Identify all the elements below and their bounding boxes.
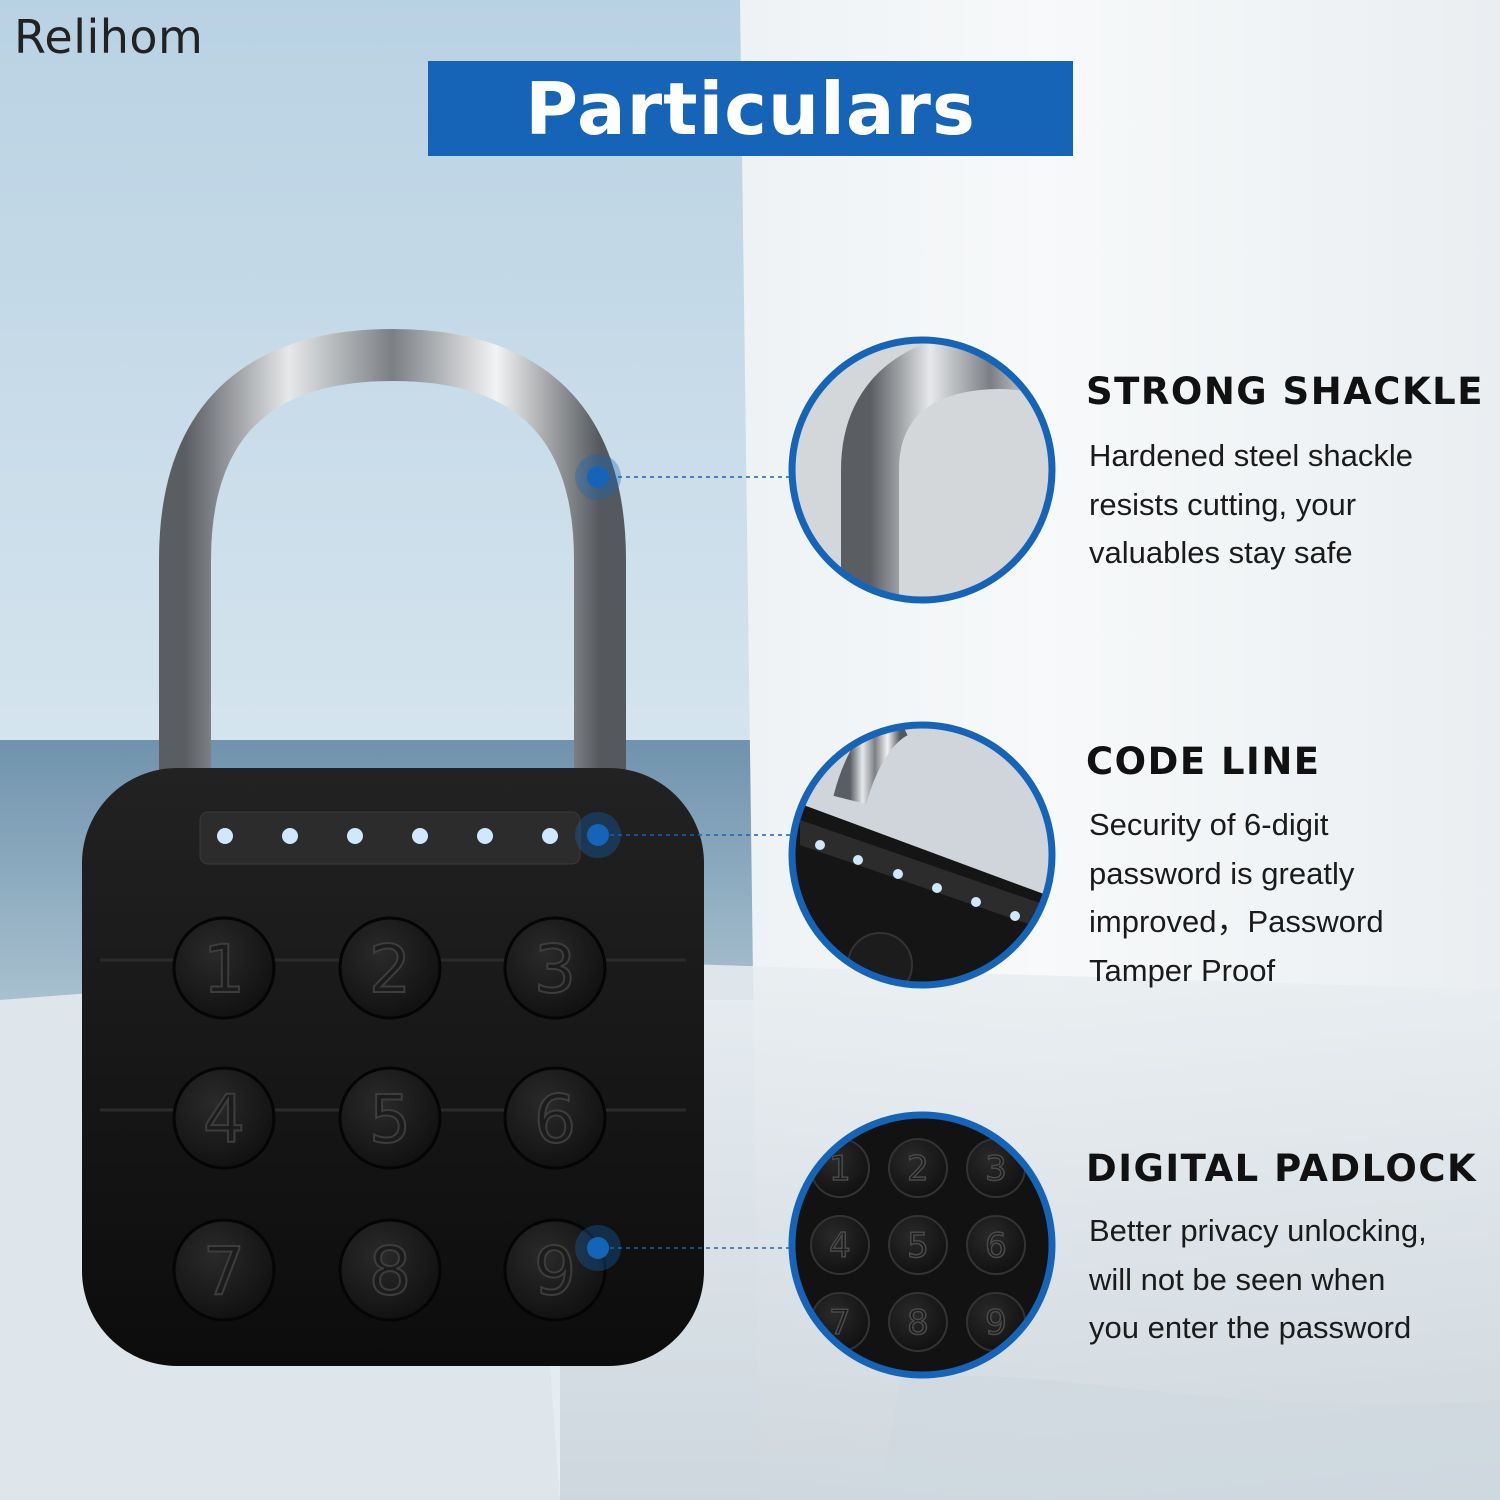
indicator-light: [542, 828, 558, 844]
closeup-key-label: 8: [907, 1303, 929, 1343]
closeup-key-6: 6: [966, 1215, 1026, 1275]
feature-title-strong-shackle: STRONG SHACKLE: [1086, 370, 1484, 413]
closeup-key-3: 3: [966, 1138, 1026, 1198]
feature-title-code-line: CODE LINE: [1086, 740, 1321, 783]
keypad-key-label: 5: [369, 1081, 411, 1158]
indicator-lights: [217, 828, 558, 844]
shackle-closeup-icon: [788, 336, 1056, 604]
feature-desc-code-line: Security of 6-digit password is greatly …: [1089, 801, 1384, 995]
desc-line: valuables stay safe: [1089, 535, 1353, 570]
keypad-key-label: 6: [534, 1081, 576, 1158]
indicator-light: [412, 828, 428, 844]
page-title: Particulars: [525, 66, 976, 151]
brand-logo: Relihom: [14, 10, 204, 64]
indicator-light: [347, 828, 363, 844]
keypad-key-2[interactable]: 2: [338, 916, 442, 1020]
keypad-key-9[interactable]: 9: [503, 1218, 607, 1322]
desc-line: you enter the password: [1089, 1310, 1412, 1345]
closeup-key-8: 8: [888, 1292, 948, 1352]
desc-line: Better privacy unlocking,: [1089, 1213, 1427, 1248]
desc-line: will not be seen when: [1089, 1261, 1386, 1297]
keypad-key-1[interactable]: 1: [172, 916, 276, 1020]
desc-line: improved，Password: [1089, 904, 1384, 939]
feature-title-digital-padlock: DIGITAL PADLOCK: [1086, 1147, 1478, 1190]
title-banner: Particulars: [428, 61, 1073, 156]
feature-desc-strong-shackle: Hardened steel shackle resists cutting, …: [1089, 432, 1413, 578]
closeup-key-label: 7: [829, 1303, 851, 1343]
closeup-key-4: 4: [810, 1215, 870, 1275]
indicator-light: [282, 828, 298, 844]
keypad-closeup-icon: 1 2 3 4 5 6 7 8 9: [788, 1111, 1056, 1379]
closeup-key-9: 9: [966, 1292, 1026, 1352]
keypad-key-label: 7: [203, 1233, 245, 1310]
keypad-key-7[interactable]: 7: [172, 1218, 276, 1322]
desc-line: Security of 6-digit: [1089, 807, 1329, 842]
indicator-light: [477, 828, 493, 844]
keypad-key-4[interactable]: 4: [172, 1066, 276, 1170]
keypad-key-label: 3: [534, 931, 576, 1008]
keypad-key-label: 2: [369, 931, 411, 1008]
keypad-key-label: 8: [369, 1233, 411, 1310]
keypad-key-6[interactable]: 6: [503, 1066, 607, 1170]
closeup-key-label: 5: [907, 1226, 929, 1266]
desc-line: password is greatly: [1089, 855, 1355, 891]
shackle: [159, 328, 626, 790]
keypad-key-8[interactable]: 8: [338, 1218, 442, 1322]
closeup-key-label: 1: [829, 1149, 851, 1189]
desc-line: resists cutting, your: [1089, 486, 1357, 522]
feature-desc-digital-padlock: Better privacy unlocking, will not be se…: [1089, 1207, 1427, 1353]
keypad-key-label: 4: [203, 1081, 245, 1158]
closeup-key-label: 6: [985, 1226, 1007, 1266]
indicator-lights-closeup-icon: [788, 721, 1056, 989]
desc-line: Hardened steel shackle: [1089, 438, 1413, 473]
keypad-key-3[interactable]: 3: [503, 916, 607, 1020]
closeup-key-label: 2: [907, 1149, 929, 1189]
closeup-key-label: 9: [985, 1303, 1007, 1343]
keypad-key-label: 9: [534, 1233, 576, 1310]
closeup-key-5: 5: [888, 1215, 948, 1275]
keypad-key-5[interactable]: 5: [338, 1066, 442, 1170]
closeup-key-label: 3: [985, 1149, 1007, 1189]
closeup-key-2: 2: [888, 1138, 948, 1198]
desc-line: Tamper Proof: [1089, 952, 1276, 988]
keypad: 1 2 3 4 5 6 7 8 9: [172, 916, 607, 1322]
keypad-key-label: 1: [203, 931, 245, 1008]
closeup-key-label: 4: [829, 1226, 851, 1266]
indicator-light: [217, 828, 233, 844]
callout-markers: [575, 454, 790, 1271]
